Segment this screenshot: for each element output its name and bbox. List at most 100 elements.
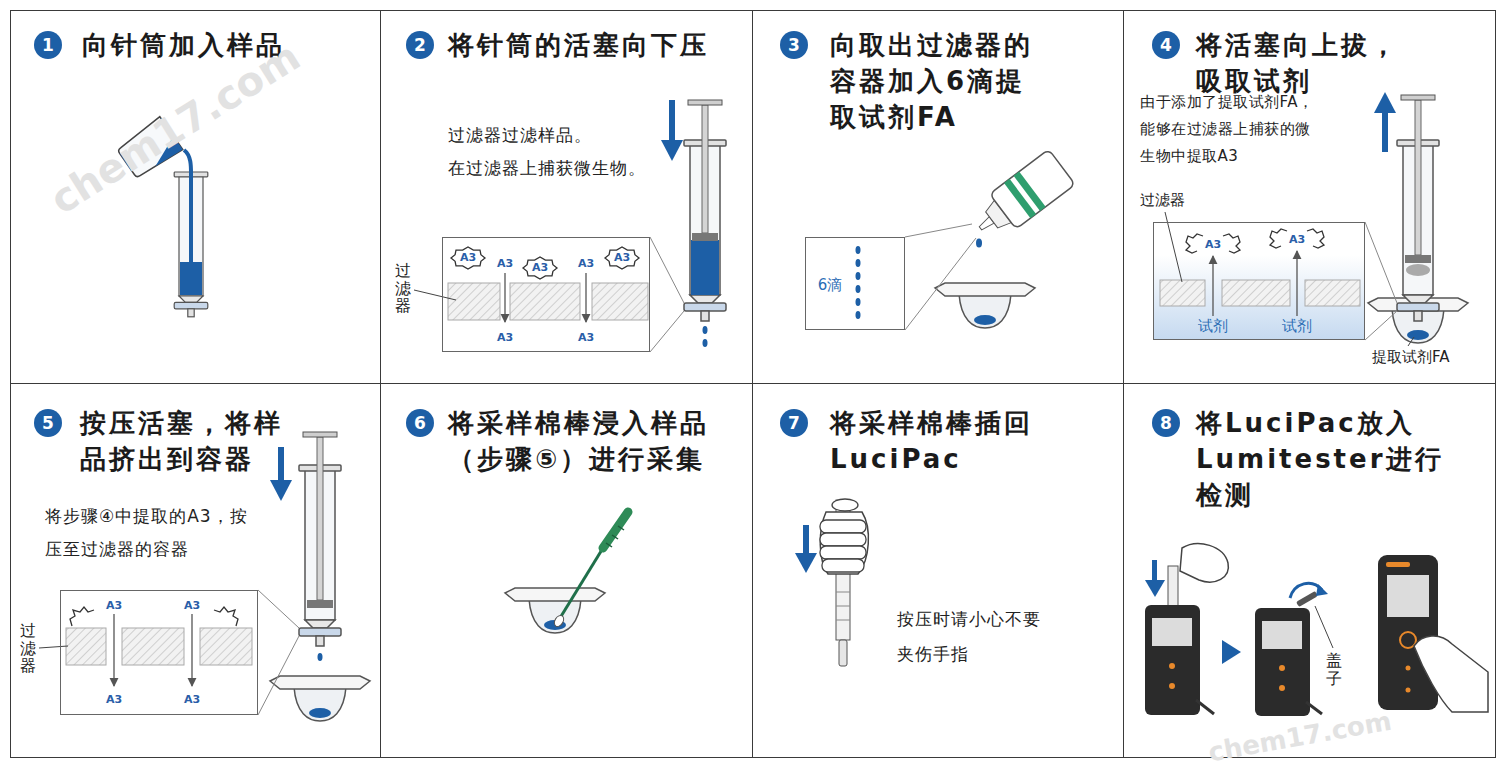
drawing-part [820, 533, 866, 546]
drawing-part [822, 559, 864, 572]
part-label: 盖子 [1326, 652, 1342, 687]
step-panel: 将LuciPac放入 Lumitester进行 检测8 [1123, 383, 1496, 758]
step-number: 6 [406, 409, 434, 437]
drawing-part [839, 640, 847, 666]
callout-text: A3 [460, 252, 476, 264]
drawing-part [856, 311, 861, 319]
callout-text: A3 [578, 332, 594, 344]
drawing-part [1014, 172, 1046, 211]
drawing-part [113, 614, 114, 686]
drawing-part [1405, 255, 1431, 263]
drawing-part [1262, 621, 1302, 649]
step-number-text: 8 [1152, 409, 1180, 437]
drawing-part [856, 272, 861, 280]
callout-text: A3 [497, 332, 513, 344]
step-panel: 将采样棉棒浸入样品 （步骤⑤）进行采集6 [380, 383, 753, 758]
step-panel: 按压活塞，将样 品挤出到容器将步骤④中提取的A3，按 压至过滤器的容器5A3A3… [10, 383, 381, 758]
drawing-part [1414, 636, 1488, 712]
drawing-part [317, 437, 323, 600]
step-description: 过滤器过滤样品。 在过滤器上捕获微生物。 [448, 119, 658, 185]
step-number: 4 [1152, 31, 1180, 59]
drawing-part [605, 247, 639, 269]
part-label: 提取试剂FA [1372, 348, 1450, 366]
step-panel: 将采样棉棒插回 LuciPac按压时请小心不要 夹伤手指7 [752, 383, 1124, 758]
drawing-part [856, 259, 861, 267]
step-panel: 将针筒的活塞向下压过滤器过滤样品。 在过滤器上捕获微生物。2A3A3A3A3A3… [380, 10, 753, 384]
swab-dip [505, 512, 628, 633]
drawing-part [1401, 95, 1435, 100]
step-number-text: 4 [1152, 31, 1180, 59]
drawing-part [523, 257, 557, 279]
drawing-part [1255, 608, 1310, 716]
drawing-part [1169, 663, 1175, 669]
drawing-part [1406, 666, 1411, 671]
drawing-part [836, 606, 850, 607]
drawing-part [703, 326, 708, 334]
drawing-part [1152, 618, 1192, 646]
callout-text: 试剂 [1282, 317, 1312, 335]
drawing-part [935, 283, 1035, 328]
part-label: 过滤器 [395, 262, 411, 315]
drawing-part [318, 653, 323, 661]
drawing-part [1154, 255, 1364, 339]
step-number: 2 [406, 31, 434, 59]
drawing-part [270, 480, 292, 501]
callout-text: A3 [532, 262, 548, 274]
drawing-part [1415, 100, 1421, 255]
drawing-part [592, 283, 648, 320]
step-number-text: 7 [780, 409, 808, 437]
drawing-part [1365, 311, 1397, 340]
drawing-part [905, 224, 972, 237]
drawing-part [510, 283, 580, 320]
drawing-part [1316, 584, 1328, 596]
drawing-part [1223, 234, 1240, 253]
drawing-part [552, 614, 565, 628]
filter-zoom-1 [414, 247, 648, 322]
step-note: 按压时请小心不要 夹伤手指 [897, 602, 1062, 672]
step-title: 按压活塞，将样 品挤出到容器 [80, 405, 315, 477]
drawing-part [990, 149, 1076, 229]
drawing-part [1145, 580, 1165, 597]
drawing-part [1279, 685, 1285, 691]
part-label: 过滤器 [1140, 191, 1185, 209]
drawing-part [836, 592, 850, 593]
drawing-part [856, 246, 861, 254]
zoom-inset: 6滴 [805, 237, 905, 330]
drawing-part [39, 646, 68, 648]
drawing-part [976, 239, 982, 248]
drawing-part [504, 273, 505, 322]
callout-text: A3 [184, 694, 200, 706]
callout-text: A3 [1289, 234, 1305, 246]
drawing-part [1186, 234, 1203, 253]
drawing-part [258, 590, 299, 628]
drawing-part [184, 150, 191, 262]
drawing-part [820, 546, 866, 559]
drawing-part [1168, 566, 1178, 610]
drawing-part [669, 100, 675, 142]
drawing-part [618, 526, 624, 530]
zoom-inset: A3A3试剂试剂 [1153, 222, 1365, 340]
step-number: 8 [1152, 409, 1180, 437]
drawing-part [1169, 683, 1175, 689]
callout-text: A3 [497, 258, 513, 270]
drawing-part [278, 447, 284, 482]
step-number: 1 [34, 31, 62, 59]
drawing-part [1306, 702, 1322, 714]
callout-text: A3 [184, 600, 200, 612]
step-title: 将针筒的活塞向下压 [448, 27, 709, 63]
step-number-text: 6 [406, 409, 434, 437]
drawing-part [1305, 280, 1360, 306]
zoom-inset: A3A3A3A3 [60, 590, 258, 715]
filter-zoom-2 [1154, 212, 1364, 339]
drawing-part [1270, 229, 1287, 248]
callout-text: A3 [1205, 239, 1221, 251]
step-description: 由于添加了提取试剂FA， 能够在过滤器上捕获的微 生物中提取A3 [1140, 89, 1330, 170]
drawing-part [1180, 544, 1228, 582]
drawing-part [448, 283, 500, 320]
step-title: 向取出过滤器的 容器加入6滴提 取试剂FA [830, 27, 1065, 135]
drawing-part [1160, 280, 1205, 306]
drawing-part [180, 262, 202, 295]
step-number-text: 1 [34, 31, 62, 59]
drawing-part [1374, 92, 1396, 113]
